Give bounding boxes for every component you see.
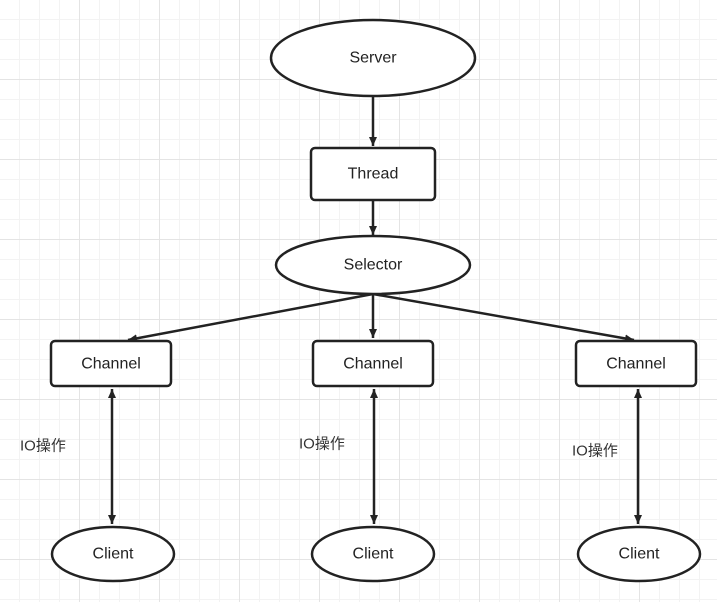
channel-node-2[interactable]: Channel [311, 339, 435, 388]
thread-node[interactable]: Thread [309, 146, 437, 202]
edge-selector-channel-3 [372, 292, 635, 343]
channel-label-2: Channel [343, 356, 403, 373]
server-node[interactable]: Server [269, 18, 477, 98]
io-operation-label-1: IO操作 [20, 438, 66, 455]
server-label: Server [349, 50, 397, 67]
channel-label-3: Channel [606, 356, 666, 373]
client-node-1[interactable]: Client [50, 525, 176, 583]
channel-node-1[interactable]: Channel [49, 339, 173, 388]
io-operation-label-2: IO操作 [299, 436, 345, 453]
channel-node-3[interactable]: Channel [574, 339, 698, 388]
client-node-3[interactable]: Client [576, 525, 702, 583]
channel-label-1: Channel [81, 356, 141, 373]
client-node-2[interactable]: Client [310, 525, 436, 583]
edge-selector-channel-1 [127, 292, 374, 343]
client-label-2: Client [353, 546, 394, 563]
selector-node[interactable]: Selector [274, 234, 472, 296]
io-operation-label-3: IO操作 [572, 443, 618, 460]
client-label-1: Client [93, 546, 134, 563]
client-label-3: Client [619, 546, 660, 563]
thread-label: Thread [348, 166, 399, 183]
selector-label: Selector [344, 257, 403, 274]
